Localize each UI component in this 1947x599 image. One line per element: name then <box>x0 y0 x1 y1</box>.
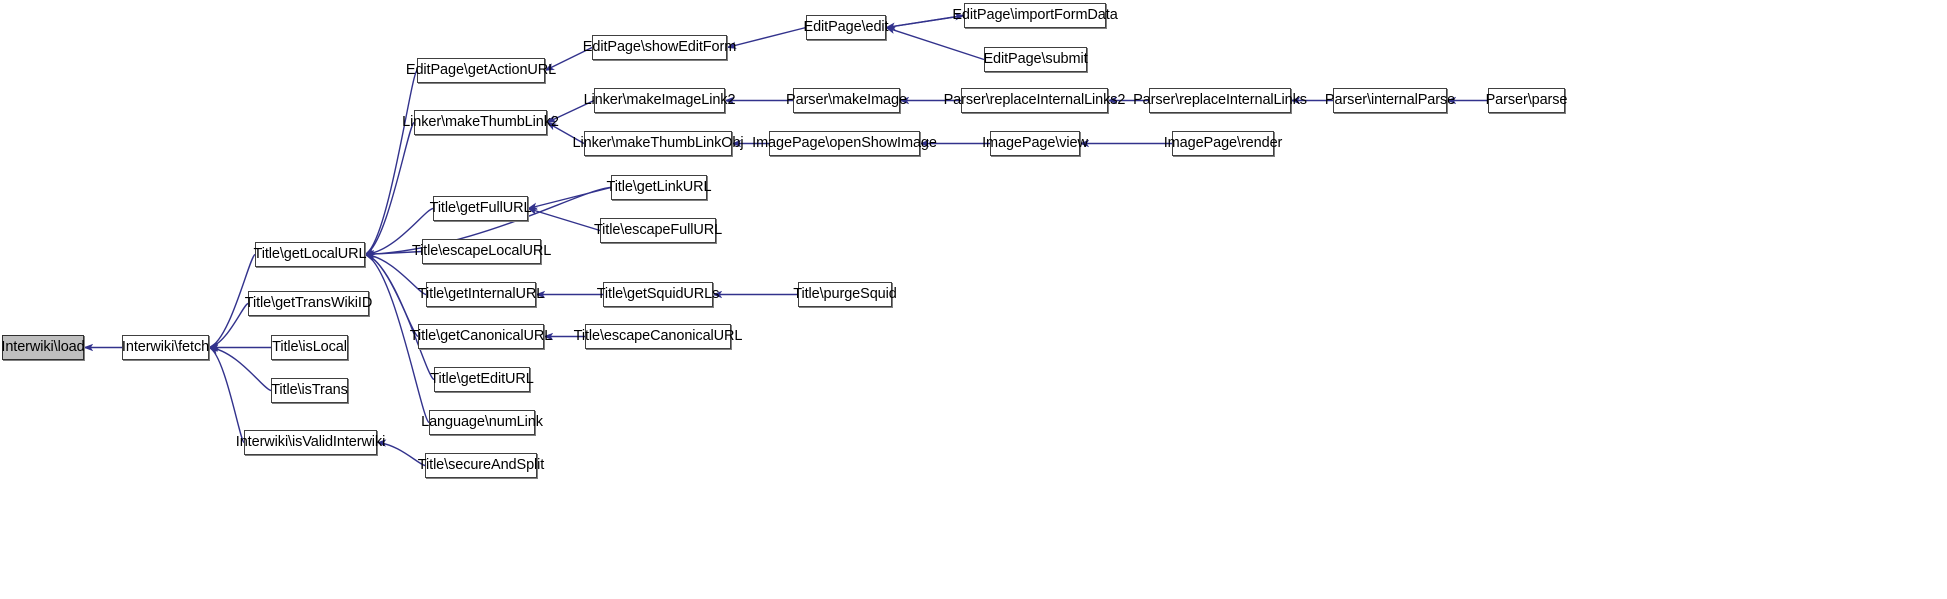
graph-node-label: EditPage\showEditForm <box>582 39 737 56</box>
graph-node-n28[interactable]: Parser\replaceInternalLinks2 <box>944 88 1125 113</box>
graph-node-n12[interactable]: Title\getCanonicalURL <box>410 324 552 349</box>
graph-node-label: EditPage\submit <box>983 51 1088 68</box>
graph-edge-n25-to-n23 <box>885 26 985 61</box>
graph-node-n25[interactable]: EditPage\submit <box>983 47 1088 72</box>
graph-edge-n7-to-n2 <box>364 69 418 256</box>
graph-edge-n12-to-n2 <box>364 252 419 338</box>
graph-node-n1[interactable]: Interwiki\fetch <box>122 335 209 360</box>
graph-edge-n8-to-n2 <box>364 121 415 256</box>
graph-node-label: Interwiki\isValidInterwiki <box>235 434 386 451</box>
graph-node-label: Interwiki\fetch <box>121 339 210 356</box>
graph-node-label: EditPage\importFormData <box>952 7 1118 24</box>
graph-node-label: Title\getFullURL <box>429 200 532 217</box>
graph-node-n18[interactable]: Linker\makeThumbLinkObj <box>573 131 744 156</box>
graph-node-n0[interactable]: Interwiki\load <box>1 335 85 360</box>
graph-node-label: Parser\replaceInternalLinks <box>1133 92 1307 109</box>
graph-node-n16[interactable]: EditPage\showEditForm <box>583 35 736 60</box>
graph-node-n21[interactable]: Title\getSquidURLs <box>597 282 719 307</box>
graph-node-label: Title\escapeCanonicalURL <box>573 328 743 345</box>
graph-node-n15[interactable]: Title\secureAndSplit <box>418 453 544 478</box>
graph-node-n5[interactable]: Title\isTrans <box>271 378 348 403</box>
graph-node-n29[interactable]: ImagePage\view <box>982 131 1088 156</box>
graph-edge-n18-to-n8 <box>546 121 585 145</box>
graph-node-label: Linker\makeThumbLink2 <box>402 114 559 131</box>
graph-node-n33[interactable]: Parser\internalParse <box>1325 88 1455 113</box>
graph-node-n32[interactable]: ImagePage\render <box>1164 131 1282 156</box>
graph-node-n22[interactable]: Title\escapeCanonicalURL <box>574 324 742 349</box>
graph-node-label: Title\getCanonicalURL <box>409 328 553 345</box>
graph-edge-n23-to-n24 <box>885 13 965 29</box>
graph-node-label: Parser\internalParse <box>1324 92 1456 109</box>
graph-node-label: ImagePage\view <box>982 135 1088 152</box>
graph-node-n24[interactable]: EditPage\importFormData <box>952 3 1118 28</box>
graph-node-label: Title\getSquidURLs <box>596 286 720 303</box>
graph-node-label: Linker\makeThumbLinkObj <box>572 135 744 152</box>
graph-node-n23[interactable]: EditPage\edit <box>804 15 889 40</box>
graph-edge-n15-to-n6 <box>376 439 426 467</box>
graph-node-n31[interactable]: Parser\replaceInternalLinks <box>1133 88 1307 113</box>
graph-node-n2[interactable]: Title\getLocalURL <box>254 242 367 267</box>
graph-node-label: Title\getLocalURL <box>253 246 367 263</box>
graph-node-label: Parser\makeImage <box>786 92 907 109</box>
graph-node-n34[interactable]: Parser\parse <box>1486 88 1568 113</box>
graph-node-label: Title\getInternalURL <box>417 286 545 303</box>
graph-edge-n13-to-n2 <box>364 253 435 381</box>
graph-edge-n17-to-n8 <box>546 99 595 124</box>
graph-node-n20[interactable]: Title\escapeFullURL <box>594 218 722 243</box>
graph-node-label: Title\getLinkURL <box>606 179 712 196</box>
graph-edge-n16-to-n7 <box>544 46 593 72</box>
graph-edge-n3-to-n1 <box>208 302 249 350</box>
graph-node-n30[interactable]: Title\purgeSquid <box>793 282 897 307</box>
graph-edge-n10-to-n2 <box>364 250 423 258</box>
graph-node-label: Title\purgeSquid <box>793 286 897 303</box>
graph-node-n17[interactable]: Linker\makeImageLink2 <box>584 88 736 113</box>
graph-node-n10[interactable]: Title\escapeLocalURL <box>412 239 551 264</box>
graph-edge-n24-to-n23 <box>885 14 965 30</box>
graph-node-label: ImagePage\openShowImage <box>752 135 937 152</box>
graph-node-label: Title\getTransWikiID <box>244 295 373 312</box>
graph-node-label: Linker\makeImageLink2 <box>583 92 736 109</box>
graph-node-label: Title\isLocal <box>272 339 347 356</box>
graph-node-label: Title\escapeFullURL <box>593 222 723 239</box>
graph-node-label: Title\isTrans <box>271 382 348 399</box>
graph-node-n9[interactable]: Title\getFullURL <box>430 196 532 221</box>
graph-node-n27[interactable]: ImagePage\openShowImage <box>752 131 937 156</box>
graph-node-n19[interactable]: Title\getLinkURL <box>606 175 712 200</box>
graph-node-label: Parser\parse <box>1485 92 1568 109</box>
graph-node-label: ImagePage\render <box>1163 135 1283 152</box>
graph-node-n26[interactable]: Parser\makeImage <box>786 88 907 113</box>
graph-edge-n23-to-n16 <box>726 26 807 49</box>
graph-node-n13[interactable]: Title\getEditURL <box>430 367 534 392</box>
graph-node-label: Title\getEditURL <box>430 371 534 388</box>
graph-node-label: EditPage\getActionURL <box>405 62 557 79</box>
graph-node-n7[interactable]: EditPage\getActionURL <box>406 58 556 83</box>
graph-node-label: Language\numLink <box>421 414 543 431</box>
graph-edge-n6-to-n1 <box>208 346 245 444</box>
graph-node-n4[interactable]: Title\isLocal <box>271 335 348 360</box>
graph-node-n8[interactable]: Linker\makeThumbLink2 <box>402 110 559 135</box>
graph-edge-n20-to-n9 <box>527 207 601 232</box>
graph-node-label: Parser\replaceInternalLinks2 <box>943 92 1126 109</box>
graph-node-n11[interactable]: Title\getInternalURL <box>418 282 544 307</box>
graph-node-label: Title\escapeLocalURL <box>411 243 552 260</box>
graph-edge-n5-to-n1 <box>208 344 272 392</box>
graph-edge-n19-to-n9 <box>527 186 612 210</box>
graph-edge-n11-to-n2 <box>364 251 427 296</box>
graph-node-label: Interwiki\load <box>1 339 85 356</box>
graph-node-n3[interactable]: Title\getTransWikiID <box>245 291 372 316</box>
graph-node-n14[interactable]: Language\numLink <box>421 410 543 435</box>
graph-node-label: Title\secureAndSplit <box>417 457 545 474</box>
graph-node-n6[interactable]: Interwiki\isValidInterwiki <box>236 430 385 455</box>
graph-node-label: EditPage\edit <box>803 19 889 36</box>
